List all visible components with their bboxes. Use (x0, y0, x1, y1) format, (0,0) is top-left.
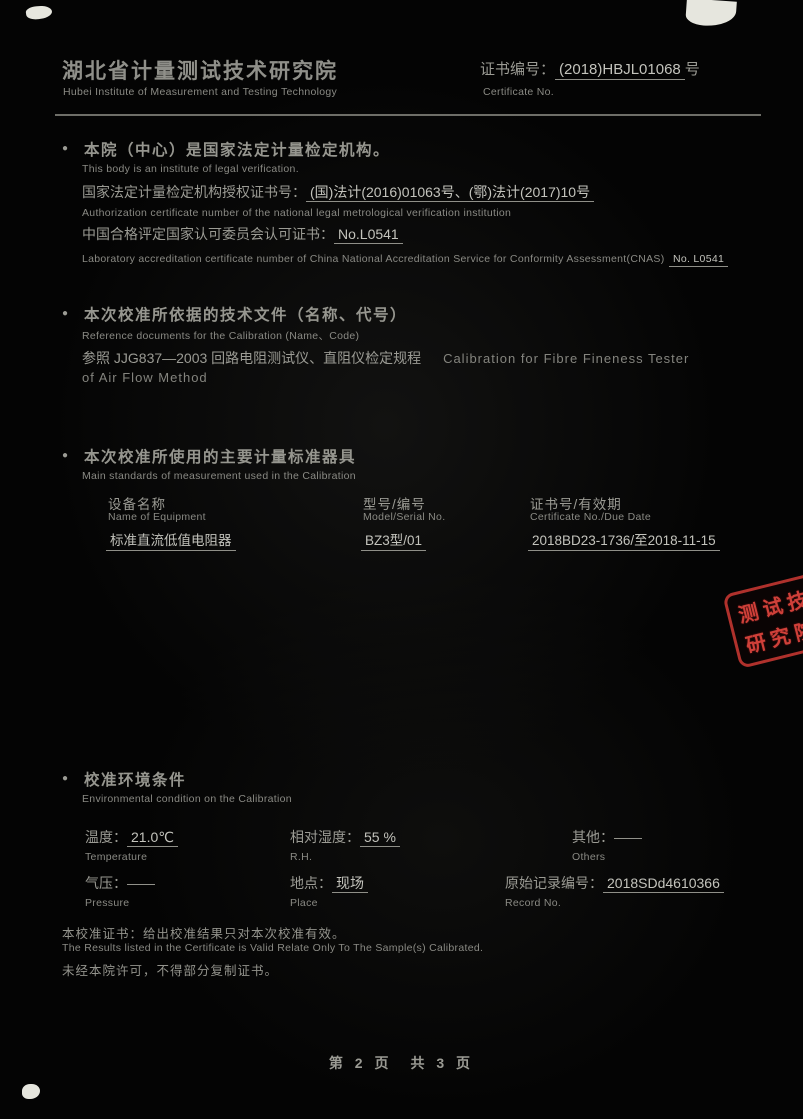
bullet-icon: ● (62, 773, 69, 784)
red-seal-stamp: 测试技 研究院 (722, 571, 803, 669)
authorization-line: 国家法定计量检定机构授权证书号：(国)法计(2016)01063号、(鄂)法计(… (82, 182, 595, 202)
reference-section-title-cn: 本次校准所依据的技术文件（名称、代号） (84, 307, 408, 324)
scan-artifact-top-right (685, 0, 737, 28)
others-field: 其他：—— (572, 827, 642, 847)
pressure-field: 气压：—— (85, 873, 155, 893)
standards-col2-header-cn: 型号/编号 (363, 497, 426, 512)
certificate-number-value: (2018)HBJL01068 (555, 61, 685, 80)
pressure-label-cn: 气压： (85, 875, 127, 891)
environment-section-title-en: Environmental condition on the Calibrati… (82, 793, 292, 805)
institute-title-cn: 湖北省计量测试技术研究院 (62, 60, 338, 83)
humidity-value: 55 % (360, 829, 400, 847)
place-field: 地点：现场 (290, 873, 368, 893)
record-no-label-cn: 原始记录编号： (505, 875, 603, 891)
note-line2-cn: 未经本院许可，不得部分复制证书。 (62, 964, 279, 978)
place-label-cn: 地点： (290, 875, 332, 891)
reference-document-en-part1: Calibration for Fibre Fineness Tester (443, 351, 690, 366)
note-line1-en: The Results listed in the Certificate is… (62, 942, 484, 954)
pressure-value: —— (127, 875, 155, 891)
legal-section-title-en: This body is an institute of legal verif… (82, 163, 299, 175)
standards-col2-header-en: Model/Serial No. (363, 511, 446, 523)
temperature-label-en: Temperature (85, 851, 148, 863)
authorization-label-cn: 国家法定计量检定机构授权证书号： (82, 184, 306, 200)
scan-artifact-bottom-left (22, 1084, 40, 1099)
cnas-label-en: Laboratory accreditation certificate num… (82, 253, 665, 265)
standards-section-title-en: Main standards of measurement used in th… (82, 470, 356, 482)
record-no-label-en: Record No. (505, 897, 562, 909)
note-line1-cn: 本校准证书：给出校准结果只对本次校准有效。 (62, 927, 346, 941)
cnas-label-cn: 中国合格评定国家认可委员会认可证书： (82, 226, 334, 242)
reference-document-cn: 参照 JJG837—2003 回路电阻测试仪、直阻仪检定规程 (82, 350, 422, 366)
others-value: —— (614, 829, 642, 845)
standards-col1-value: 标准直流低值电阻器 (106, 529, 236, 551)
bullet-icon: ● (62, 308, 69, 319)
cnas-line-en: Laboratory accreditation certificate num… (82, 249, 729, 267)
temperature-label-cn: 温度： (85, 829, 127, 845)
reference-document-line1: 参照 JJG837—2003 回路电阻测试仪、直阻仪检定规程 Calibrati… (82, 348, 689, 368)
standards-col1-header-cn: 设备名称 (108, 497, 166, 512)
bullet-icon: ● (62, 450, 69, 461)
record-no-field: 原始记录编号：2018SDd4610366 (505, 873, 724, 893)
header-divider (55, 114, 761, 116)
standards-col1-header-en: Name of Equipment (108, 511, 206, 523)
standards-section-title-cn: 本次校准所使用的主要计量标准器具 (84, 449, 357, 466)
temperature-value: 21.0℃ (127, 829, 178, 847)
reference-document-en-part2: of Air Flow Method (82, 370, 208, 385)
cnas-value: No.L0541 (334, 226, 403, 244)
authorization-value: (国)法计(2016)01063号、(鄂)法计(2017)10号 (306, 184, 595, 202)
humidity-field: 相对湿度：55 % (290, 827, 400, 847)
cnas-no-en: No. L0541 (668, 253, 729, 267)
pressure-label-en: Pressure (85, 897, 130, 909)
bullet-icon: ● (62, 143, 69, 154)
page-number-label: 第 2 页 共 3 页 (328, 1055, 475, 1071)
institute-title-en: Hubei Institute of Measurement and Testi… (63, 86, 338, 98)
humidity-label-en: R.H. (290, 851, 313, 863)
others-label-en: Others (572, 851, 606, 863)
legal-section-title-cn: 本院（中心）是国家法定计量检定机构。 (84, 142, 391, 159)
standards-col3-header-cn: 证书号/有效期 (530, 497, 622, 512)
certificate-number-suffix: 号 (684, 61, 700, 78)
place-value: 现场 (332, 875, 368, 893)
scan-artifact-top-left (25, 4, 53, 21)
temperature-field: 温度：21.0℃ (85, 827, 178, 847)
authorization-label-en: Authorization certificate number of the … (82, 207, 512, 219)
certificate-number-label-en: Certificate No. (483, 86, 555, 98)
cnas-line: 中国合格评定国家认可委员会认可证书：No.L0541 (82, 224, 403, 244)
place-label-en: Place (290, 897, 318, 909)
environment-section-title-cn: 校准环境条件 (84, 772, 187, 789)
others-label-cn: 其他： (572, 829, 614, 845)
standards-col3-value: 2018BD23-1736/至2018-11-15 (528, 529, 720, 551)
humidity-label-cn: 相对湿度： (290, 829, 360, 845)
reference-section-title-en: Reference documents for the Calibration … (82, 330, 360, 342)
standards-col2-value: BZ3型/01 (361, 529, 427, 551)
record-no-value: 2018SDd4610366 (603, 875, 724, 893)
certificate-number-label-cn: 证书编号： (480, 61, 556, 78)
standards-col3-header-en: Certificate No./Due Date (530, 511, 651, 523)
